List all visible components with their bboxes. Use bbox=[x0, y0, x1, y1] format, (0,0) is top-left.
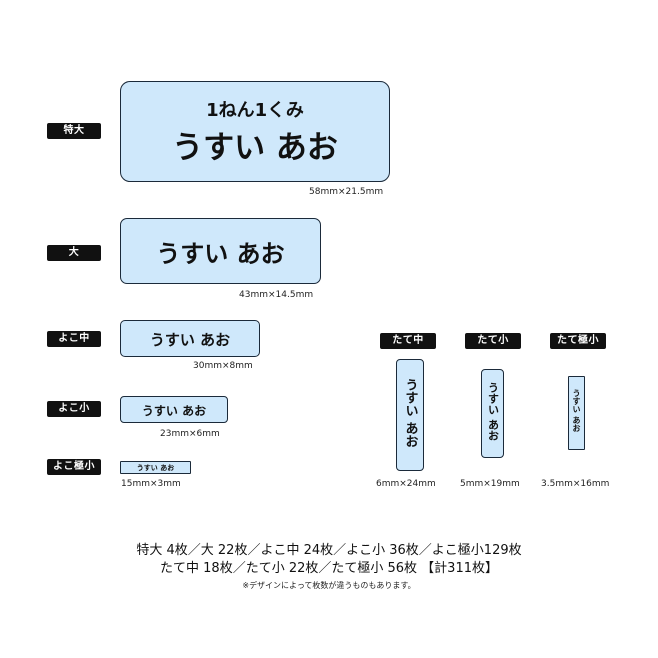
label-tate-sho-name: うすい あお bbox=[486, 382, 500, 441]
size-tate-sho: 5mm×19mm bbox=[460, 479, 520, 489]
tag-yoko-gokusho: よこ極小 bbox=[47, 459, 101, 475]
summary-line-2: たて中 18枚／たて小 22枚／たて極小 56枚 【計311枚】 bbox=[160, 561, 498, 576]
label-yoko-gokusho: うすい あお bbox=[120, 461, 191, 474]
size-tate-chu: 6mm×24mm bbox=[376, 479, 436, 489]
size-yoko-gokusho: 15mm×3mm bbox=[121, 479, 181, 489]
label-tate-chu: うすい あお bbox=[396, 359, 424, 471]
label-dai-name: うすい あお bbox=[156, 240, 285, 268]
tag-yoko-sho: よこ小 bbox=[47, 401, 101, 417]
size-yoko-sho: 23mm×6mm bbox=[160, 429, 220, 439]
tag-dai: 大 bbox=[47, 245, 101, 261]
label-yoko-chu: うすい あお bbox=[120, 320, 260, 357]
label-tate-sho: うすい あお bbox=[481, 369, 504, 458]
label-yoko-sho-name: うすい あお bbox=[141, 404, 207, 418]
tag-yoko-chu: よこ中 bbox=[47, 331, 101, 347]
label-tate-gokusho-name: うすい あお bbox=[572, 389, 581, 432]
label-yoko-sho: うすい あお bbox=[120, 396, 228, 423]
label-yoko-chu-name: うすい あお bbox=[149, 331, 231, 349]
label-tate-chu-name: うすい あお bbox=[402, 378, 418, 448]
tag-tate-gokusho: たて極小 bbox=[550, 333, 606, 349]
tag-tate-chu: たて中 bbox=[380, 333, 436, 349]
summary-line-1: 特大 4枚／大 22枚／よこ中 24枚／よこ小 36枚／よこ極小129枚 bbox=[136, 543, 522, 558]
size-yoko-chu: 30mm×8mm bbox=[193, 361, 253, 371]
label-tokudai-name: うすい あお bbox=[172, 130, 338, 166]
size-tate-gokusho: 3.5mm×16mm bbox=[541, 479, 610, 489]
label-yoko-gokusho-name: うすい あお bbox=[136, 464, 175, 472]
label-tate-gokusho: うすい あお bbox=[568, 376, 585, 450]
summary-note: ※デザインによって枚数が違うものもあります。 bbox=[242, 581, 416, 590]
label-dai: うすい あお bbox=[120, 218, 321, 284]
tag-tate-sho: たて小 bbox=[465, 333, 521, 349]
size-dai: 43mm×14.5mm bbox=[239, 290, 314, 300]
label-tokudai-class: 1ねん1くみ bbox=[206, 100, 304, 121]
label-tokudai: 1ねん1くみ うすい あお bbox=[120, 81, 390, 182]
size-tokudai: 58mm×21.5mm bbox=[309, 187, 384, 197]
tag-tokudai: 特大 bbox=[47, 123, 101, 139]
